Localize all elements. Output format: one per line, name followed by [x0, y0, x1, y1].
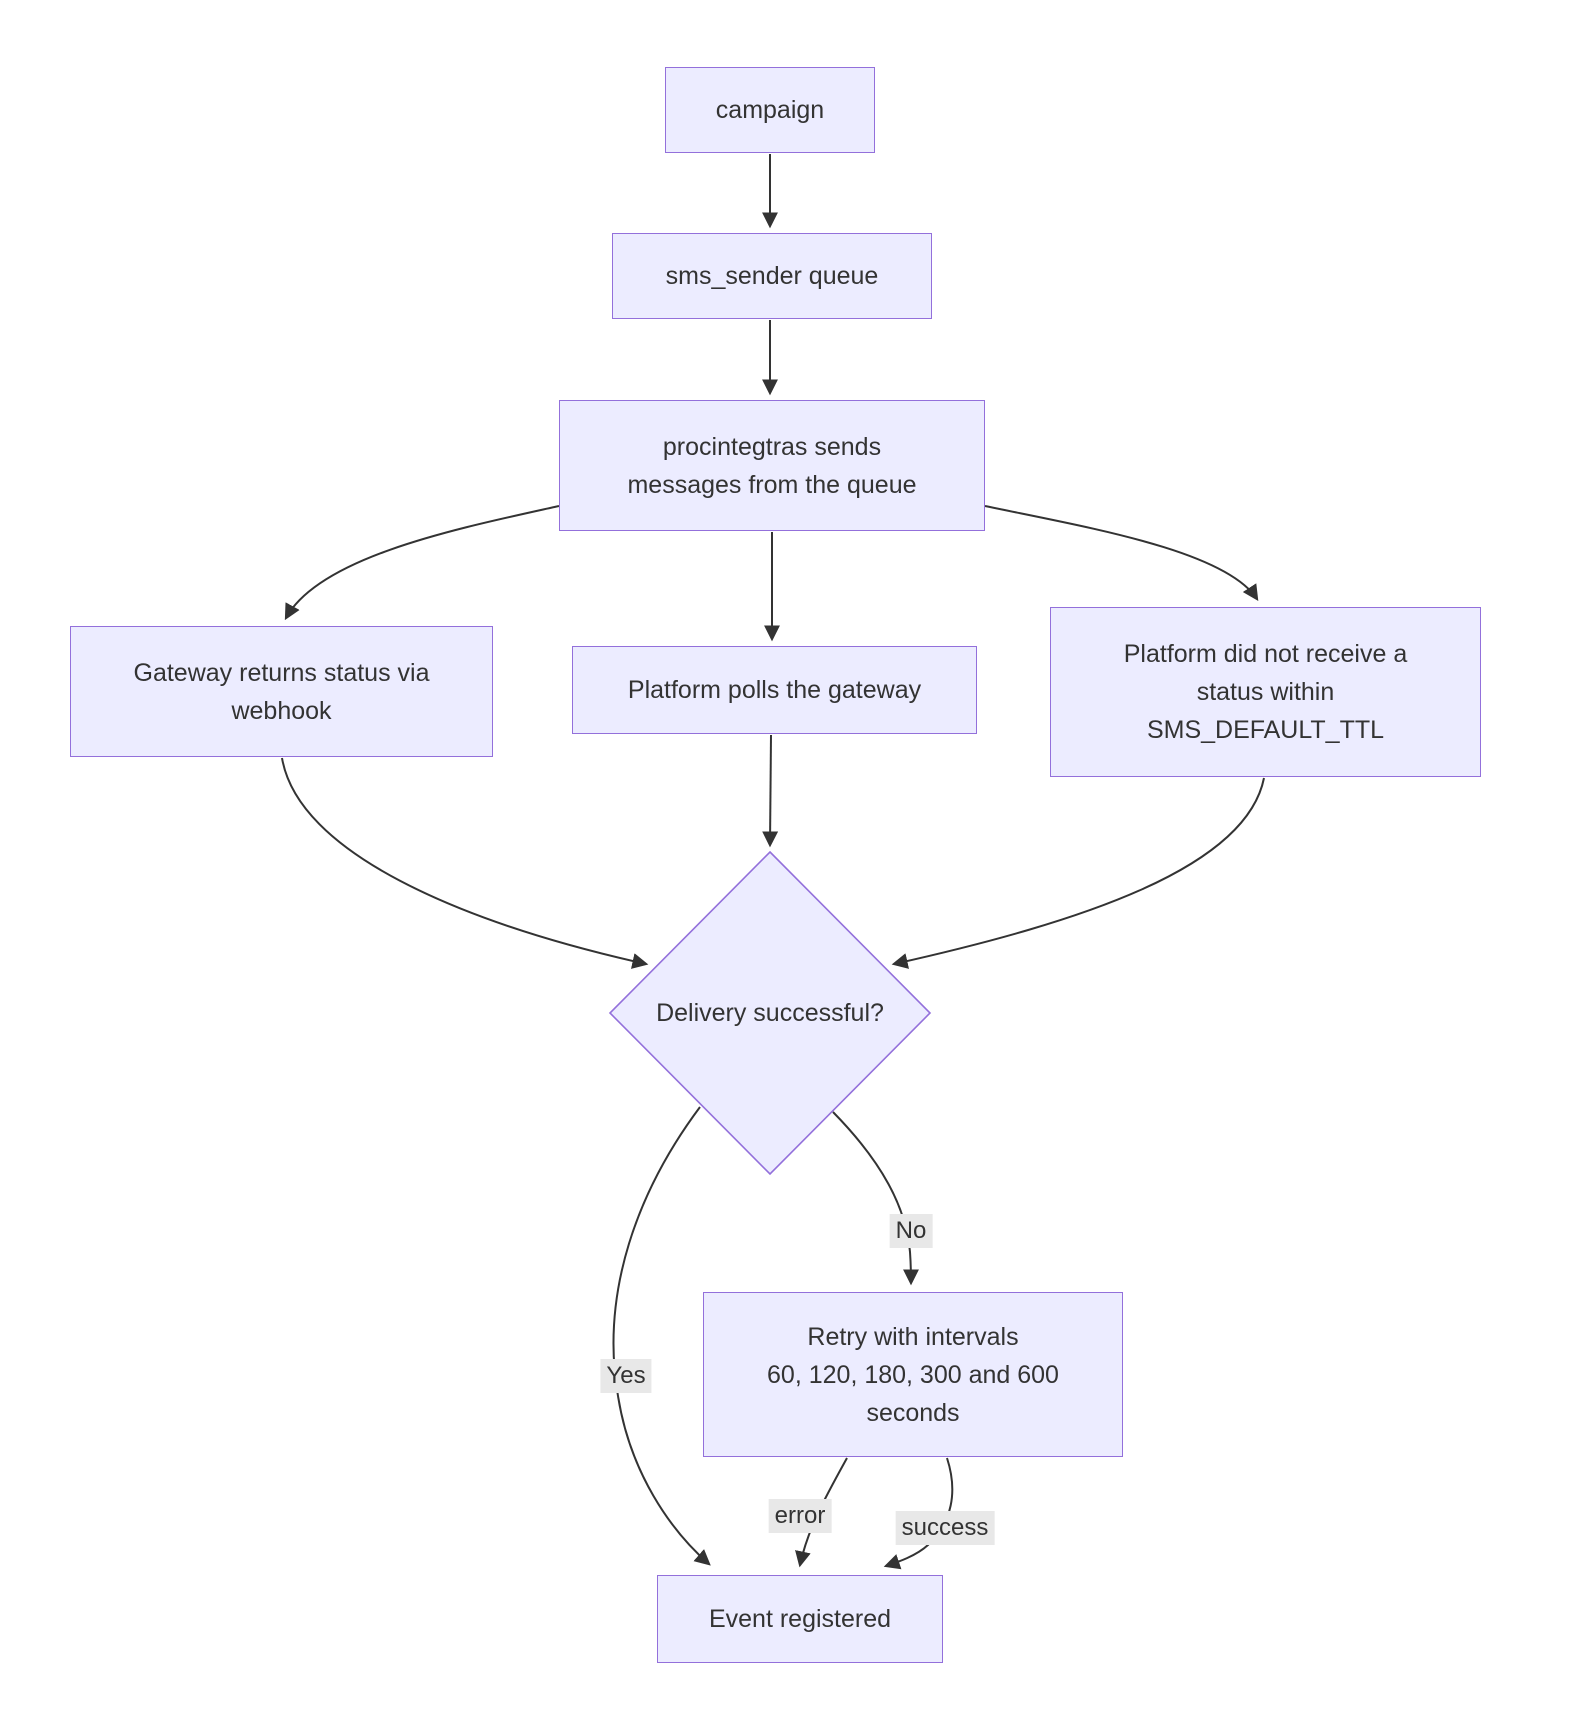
edge-decision-yes-to-event: [612, 1106, 711, 1566]
edge-label-error-text: error: [774, 1502, 826, 1529]
edge-label-success: success: [895, 1511, 995, 1545]
node-processor-label: procintegtras sends messages from the qu…: [627, 432, 917, 499]
node-gateway-webhook: Gateway returns status via webhook: [70, 626, 493, 757]
node-platform-polls: Platform polls the gateway: [572, 646, 977, 734]
edge-label-no-text: No: [895, 1217, 927, 1244]
node-ttl-timeout-label: Platform did not receive a status within…: [1123, 640, 1408, 744]
node-campaign-label: campaign: [715, 96, 825, 124]
node-decision-label: Delivery successful?: [656, 999, 884, 1027]
node-decision: Delivery successful?: [615, 977, 925, 1049]
edge-processor-to-webhook: [284, 505, 560, 621]
edge-label-no: No: [889, 1214, 933, 1248]
node-event-registered-label: Event registered: [708, 1605, 892, 1633]
decision-diamond-shape: [608, 850, 932, 1176]
edge-webhook-to-decision: [281, 757, 649, 969]
node-campaign: campaign: [665, 67, 875, 153]
edge-label-yes: Yes: [600, 1359, 652, 1393]
edge-decision-no-to-retry: [832, 1111, 919, 1286]
edge-label-yes-text: Yes: [606, 1362, 646, 1389]
edge-processor-to-ttl: [984, 505, 1259, 602]
edge-label-error: error: [768, 1499, 832, 1533]
node-gateway-webhook-label: Gateway returns status via webhook: [133, 658, 430, 725]
node-sms-sender-queue-label: sms_sender queue: [665, 262, 879, 290]
node-sms-sender-queue: sms_sender queue: [612, 233, 932, 319]
node-retry: Retry with intervals 60, 120, 180, 300 a…: [703, 1292, 1123, 1457]
edge-ttl-to-decision: [891, 777, 1265, 969]
node-processor: procintegtras sends messages from the qu…: [559, 400, 985, 531]
edge-polls-to-decision: [762, 734, 779, 848]
node-event-registered: Event registered: [657, 1575, 943, 1663]
node-retry-label: Retry with intervals 60, 120, 180, 300 a…: [767, 1322, 1059, 1427]
node-ttl-timeout: Platform did not receive a status within…: [1050, 607, 1481, 777]
edge-label-success-text: success: [901, 1514, 989, 1541]
node-platform-polls-label: Platform polls the gateway: [627, 676, 922, 704]
